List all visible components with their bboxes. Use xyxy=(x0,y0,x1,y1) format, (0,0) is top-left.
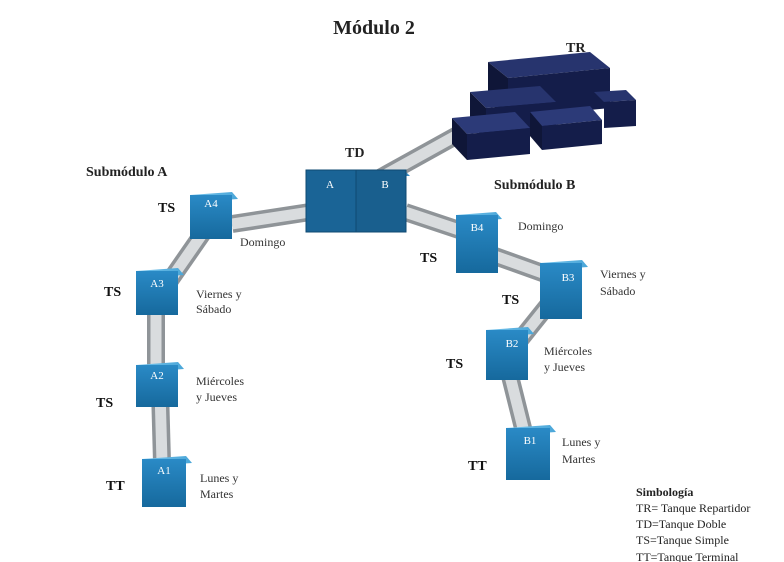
tank-b2-id: B2 xyxy=(506,338,519,350)
tank-a1-days-2: Martes xyxy=(200,487,234,501)
tank-tr xyxy=(452,52,636,160)
tank-b3-id: B3 xyxy=(562,272,575,284)
tank-a3-days-2: Sábado xyxy=(196,302,231,316)
diagram-title: Módulo 2 xyxy=(333,17,415,39)
td-compartment-b: B xyxy=(381,179,388,191)
tank-b3-type: TS xyxy=(502,293,519,308)
legend-item-tr: TR= Tanque Repartidor xyxy=(636,501,750,515)
tank-a3-days-1: Viernes y xyxy=(196,287,242,301)
tank-a4-id: A4 xyxy=(204,198,218,210)
submodule-b-label: Submódulo B xyxy=(494,178,575,193)
tank-a2 xyxy=(136,362,184,407)
tank-a4-type: TS xyxy=(158,201,175,216)
tank-a2-days-2: y Jueves xyxy=(196,390,237,404)
tank-b3-days-2: Sábado xyxy=(600,284,635,298)
tank-a3-id: A3 xyxy=(150,278,164,290)
tank-a1-type: TT xyxy=(106,479,125,494)
tank-b2-type: TS xyxy=(446,357,463,372)
tank-b1-id: B1 xyxy=(524,435,537,447)
tank-b1 xyxy=(506,425,556,480)
tank-b3 xyxy=(540,260,588,319)
tr-label: TR xyxy=(566,41,586,56)
legend-item-ts: TS=Tanque Simple xyxy=(636,533,729,547)
tank-b2 xyxy=(486,327,534,380)
tank-b4 xyxy=(456,212,502,273)
tank-a3 xyxy=(136,268,184,315)
legend-item-tt: TT=Tanque Terminal xyxy=(636,550,739,562)
tank-b1-days-2: Martes xyxy=(562,452,596,466)
legend: Simbología TR= Tanque Repartidor TD=Tanq… xyxy=(636,485,750,562)
legend-item-td: TD=Tanque Doble xyxy=(636,517,726,531)
tank-b2-days-1: Miércoles xyxy=(544,344,592,358)
tank-a4-days-1: Domingo xyxy=(240,235,285,249)
tank-a2-type: TS xyxy=(96,396,113,411)
tank-a1 xyxy=(142,456,192,507)
tank-b1-type: TT xyxy=(468,459,487,474)
tank-a4 xyxy=(190,192,238,239)
tank-a2-days-1: Miércoles xyxy=(196,374,244,388)
submodule-a-label: Submódulo A xyxy=(86,165,168,180)
td-compartment-a: A xyxy=(326,179,334,191)
tank-b1-days-1: Lunes y xyxy=(562,435,600,449)
tank-a3-type: TS xyxy=(104,285,121,300)
tank-td xyxy=(305,169,410,233)
tank-b2-days-2: y Jueves xyxy=(544,360,585,374)
tank-b3-days-1: Viernes y xyxy=(600,267,646,281)
tank-a2-id: A2 xyxy=(150,370,163,382)
td-label: TD xyxy=(345,146,364,161)
tank-b4-id: B4 xyxy=(471,222,484,234)
tank-a1-days-1: Lunes y xyxy=(200,471,238,485)
tank-a1-id: A1 xyxy=(157,465,170,477)
legend-heading: Simbología xyxy=(636,485,693,499)
tank-b4-days-1: Domingo xyxy=(518,219,563,233)
tank-b4-type: TS xyxy=(420,251,437,266)
